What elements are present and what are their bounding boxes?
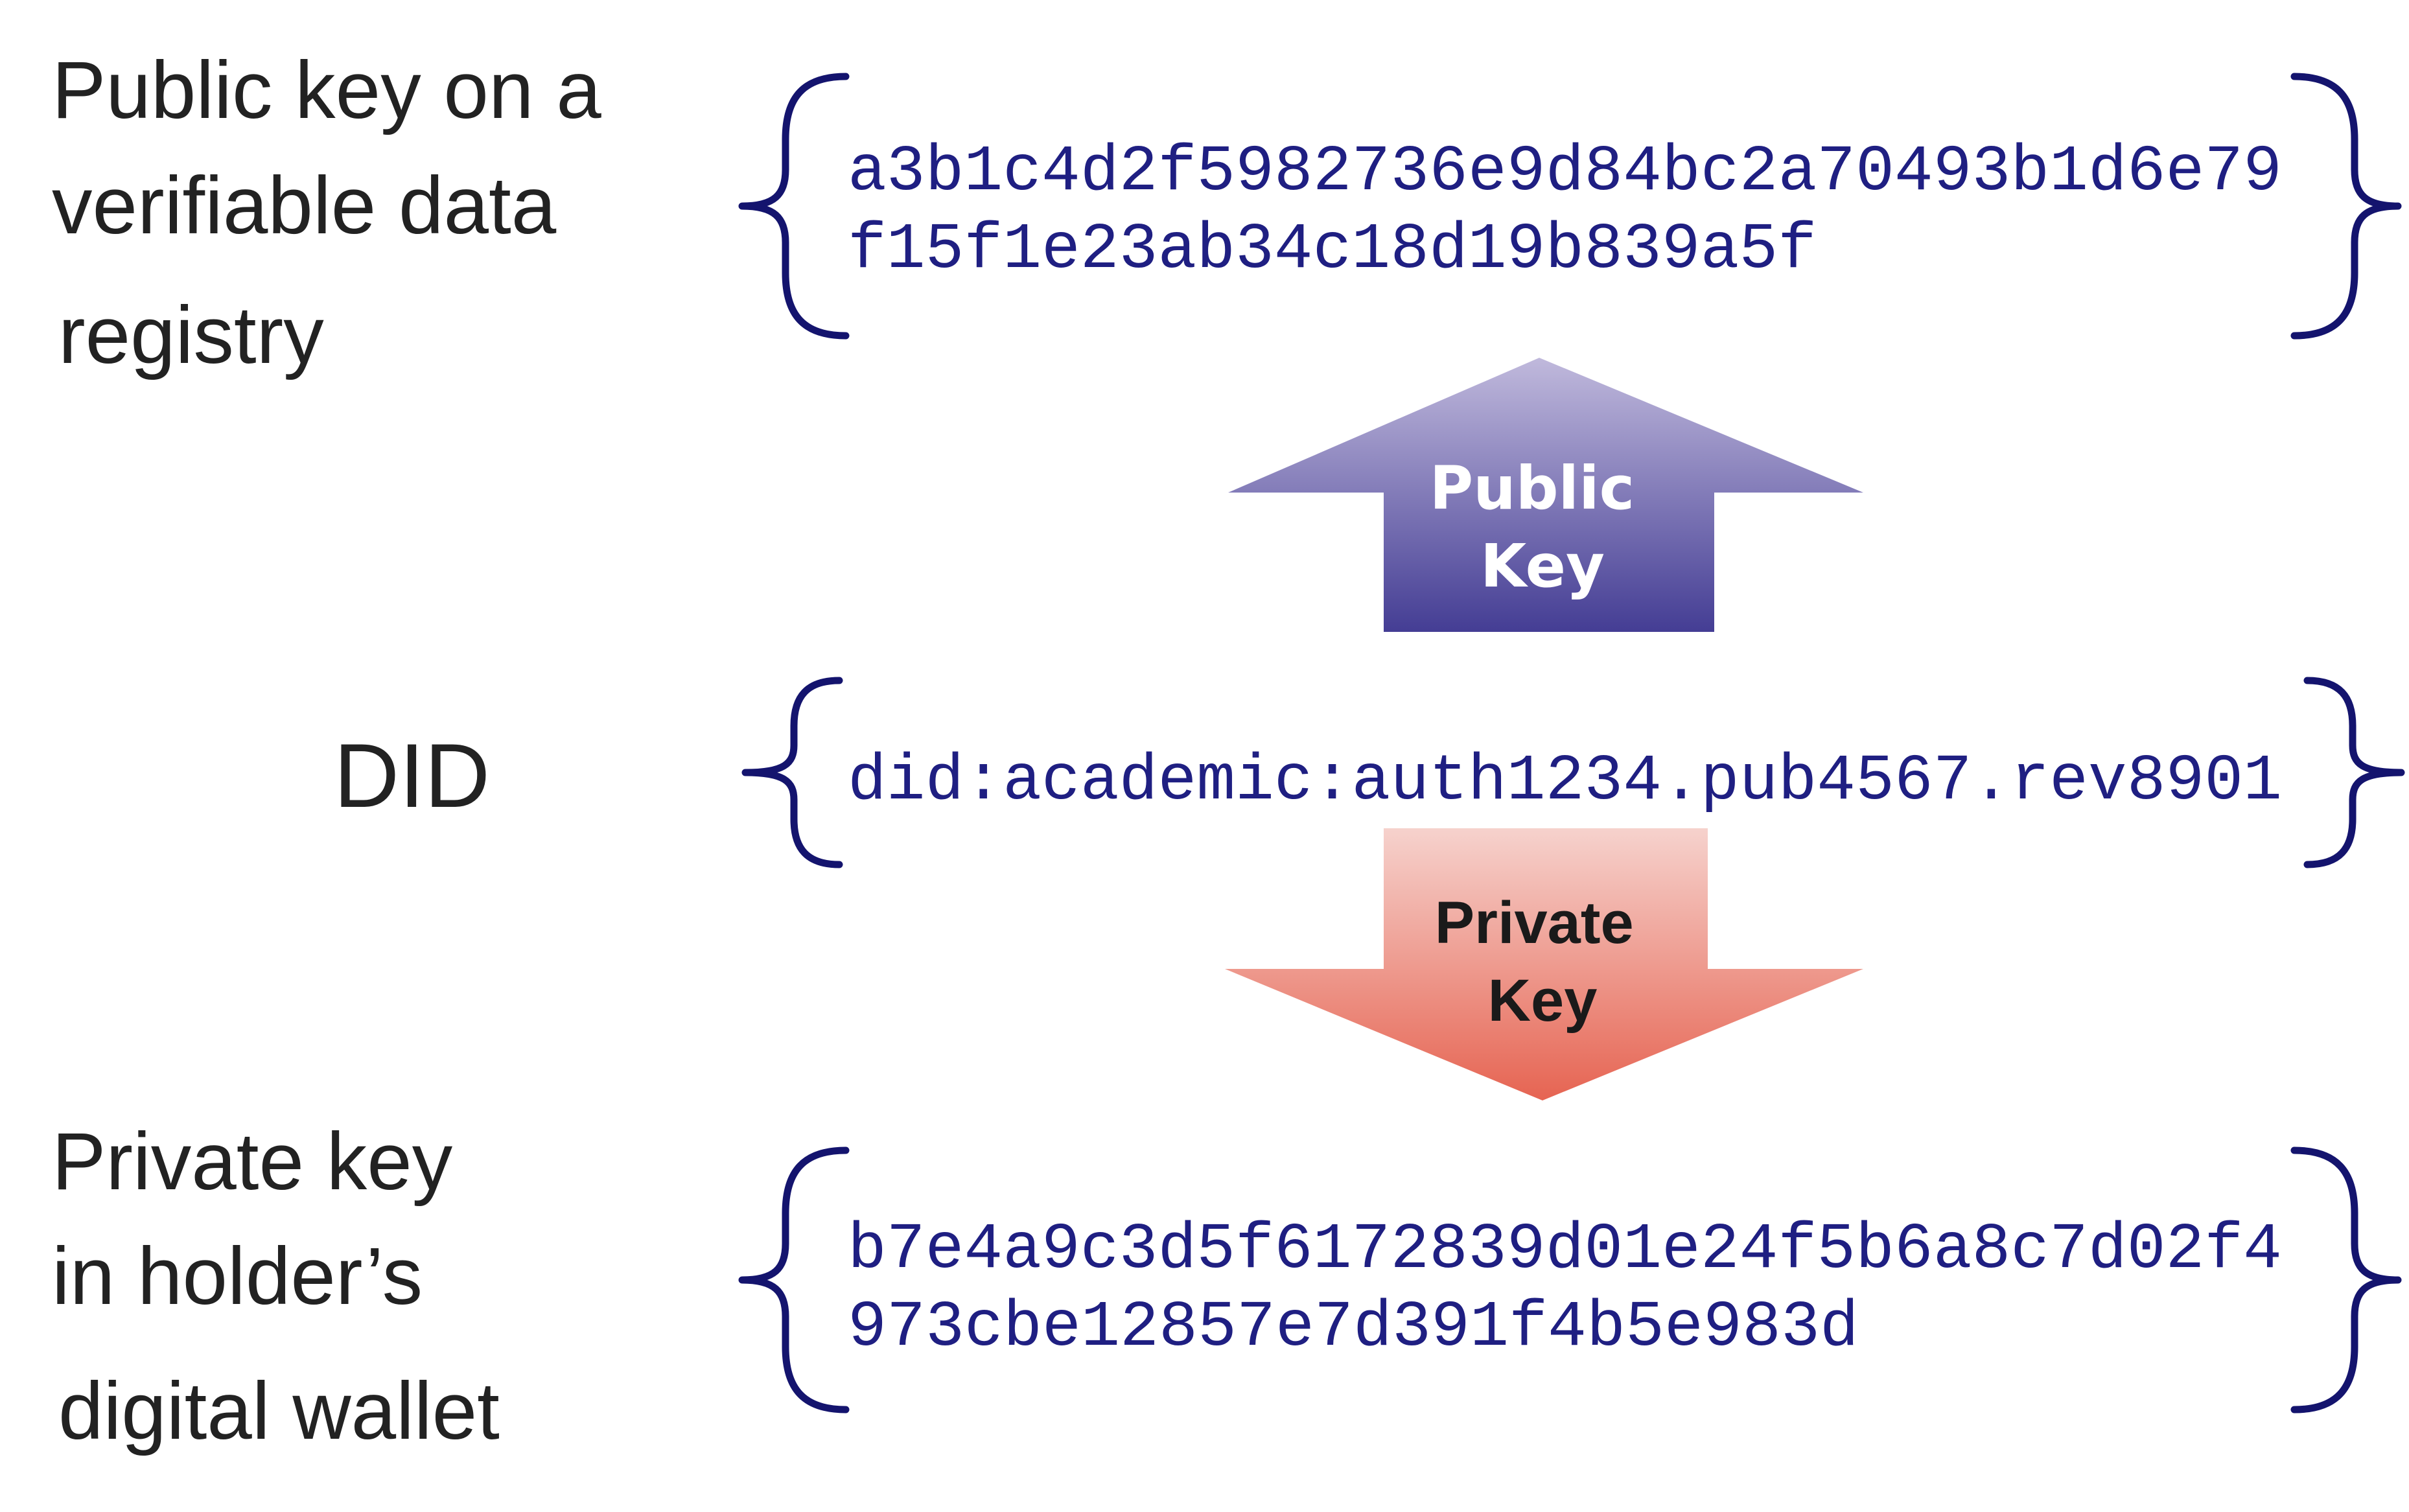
private-key-row: Private key in holder’s digital wallet b…: [52, 1117, 2402, 1456]
public-key-row: Public key on a verifiable data registry…: [52, 45, 2402, 380]
private-key-arrow-label-line: Key: [1488, 968, 1598, 1034]
private-key-arrow-label-line: Private: [1435, 890, 1634, 956]
private-key-wallet-label: Private key in holder’s digital wallet: [52, 1117, 500, 1456]
right-brace: [2290, 73, 2402, 340]
down-arrow-shape: [1225, 828, 1863, 1100]
public-key-registry-label-line: Public key on a: [52, 45, 601, 135]
did-code: did:academic:auth1234.pub4567.rev8901: [848, 745, 2282, 819]
private-key-arrow-label: Private Key: [1435, 890, 1650, 1034]
left-brace: [738, 73, 850, 340]
public-key-registry-label-line: registry: [58, 290, 324, 380]
right-brace: [2290, 1146, 2402, 1413]
public-key-arrow: Public Key: [1228, 358, 1863, 632]
private-key-code: b7e4a9c3d5f6172839d01e24f5b6a8c7d02f4 97…: [848, 1214, 2321, 1365]
public-key-arrow-label-line: Key: [1480, 531, 1605, 601]
left-brace: [741, 677, 843, 868]
public-key-arrow-label: Public Key: [1430, 454, 1655, 601]
public-key-code-line: f15f1e23ab34c18d19b839a5f: [848, 214, 1817, 287]
public-key-code: a3b1c4d2f5982736e9d84bc2a70493b1d6e79 f1…: [848, 136, 2321, 287]
right-brace: [2303, 677, 2405, 868]
left-brace: [738, 1146, 850, 1413]
up-arrow-shape: [1228, 358, 1863, 632]
private-key-code-line: 973cbe12857e7d391f4b5e983d: [848, 1292, 1859, 1365]
public-key-registry-label-line: verifiable data: [52, 161, 557, 251]
private-key-arrow: Private Key: [1225, 828, 1863, 1100]
public-key-code-line: a3b1c4d2f5982736e9d84bc2a70493b1d6e79: [848, 136, 2282, 209]
private-key-wallet-label-line: in holder’s: [52, 1231, 423, 1321]
public-key-registry-label: Public key on a verifiable data registry: [52, 45, 623, 380]
private-key-code-line: b7e4a9c3d5f6172839d01e24f5b6a8c7d02f4: [848, 1214, 2282, 1287]
private-key-wallet-label-line: Private key: [52, 1117, 453, 1207]
public-key-arrow-label-line: Public: [1430, 454, 1635, 523]
did-label: DID: [334, 725, 490, 826]
private-key-wallet-label-line: digital wallet: [58, 1366, 500, 1456]
did-row: DID did:academic:auth1234.pub4567.rev890…: [334, 677, 2405, 868]
